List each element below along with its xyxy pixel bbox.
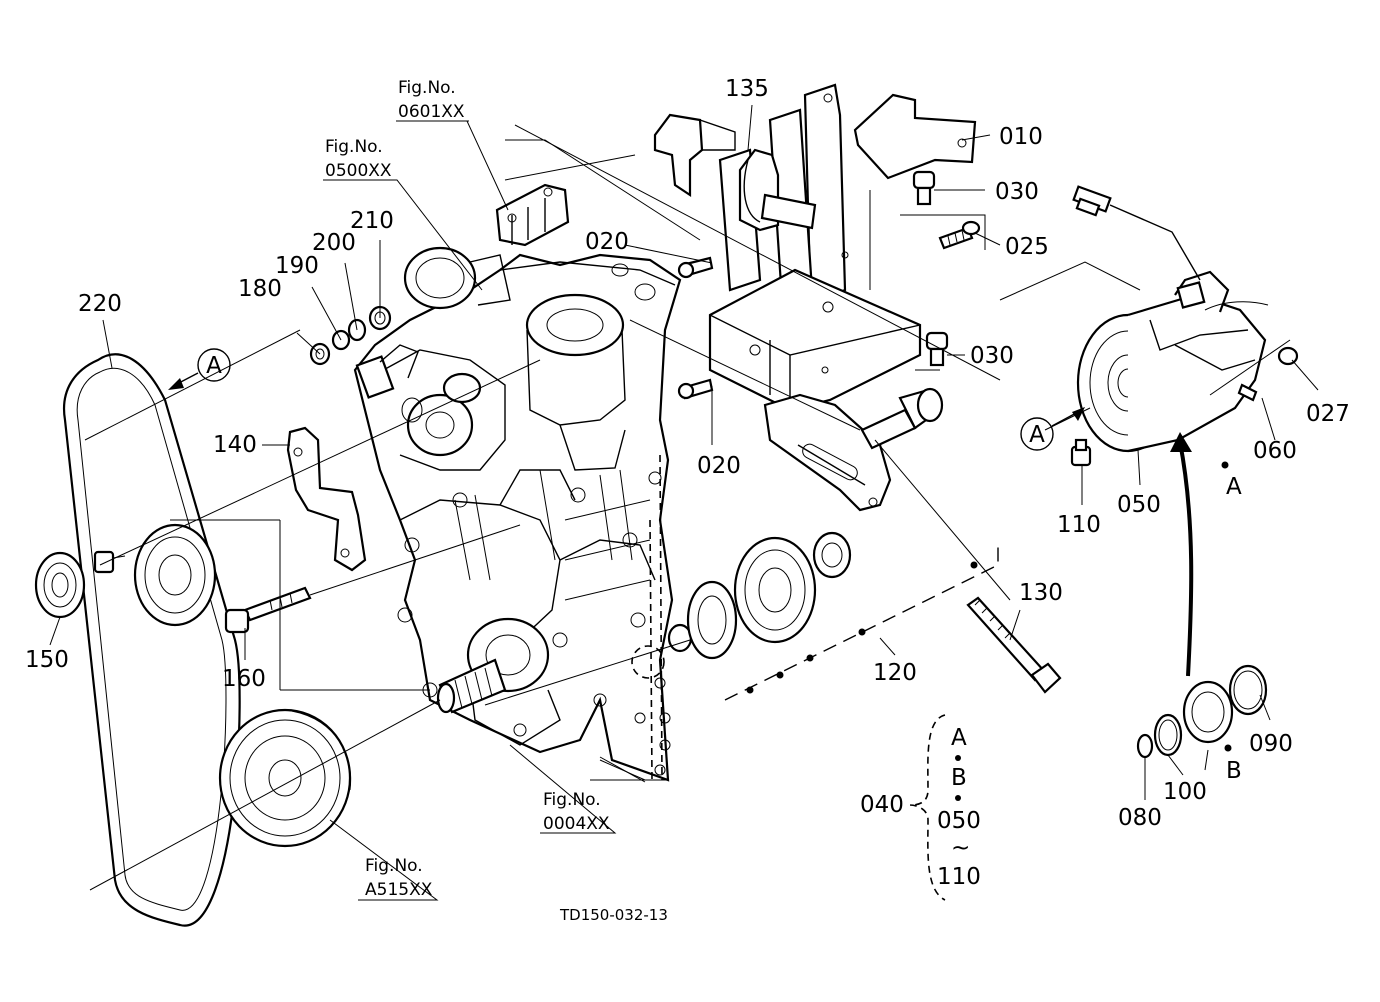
callout-060: 060 (1253, 438, 1297, 464)
callout-135: 135 (725, 76, 769, 102)
fig-label-0601: Fig.No. (398, 78, 456, 98)
fig-ref-0004: 0004XX (543, 814, 610, 834)
upper-engine-bracket (495, 183, 570, 247)
callout-150: 150 (25, 647, 69, 673)
callout-027: 027 (1306, 401, 1350, 427)
callout-010: 010 (999, 124, 1043, 150)
compressor-assembly-group: 040 A B 050 ~ 110 (860, 714, 981, 901)
callout-100: 100 (1163, 779, 1207, 805)
fig-label-0004: Fig.No. (543, 790, 601, 810)
clutch-parts (1136, 664, 1268, 759)
callout-050: 050 (1117, 492, 1161, 518)
fig-ref-0601: 0601XX (398, 102, 465, 122)
fig-ref-0500: 0500XX (325, 161, 392, 181)
ac-compressor (1070, 185, 1299, 467)
callout-190: 190 (275, 253, 319, 279)
compressor-mounting-bracket (653, 83, 977, 512)
bolt-030-lower (925, 331, 949, 367)
callout-120: 120 (873, 660, 917, 686)
fig-ref-a515: A515XX (365, 880, 433, 900)
callout-020-lower: 020 (697, 453, 741, 479)
idler-pulley-assembly (667, 531, 852, 660)
callout-080: 080 (1118, 805, 1162, 831)
view-a-right-letter: A (1029, 422, 1045, 448)
view-a-left-letter: A (206, 353, 222, 379)
range-tilde: ~ (951, 835, 970, 861)
callout-140: 140 (213, 432, 257, 458)
bolt-130 (966, 596, 1062, 694)
callout-040: 040 (860, 792, 904, 818)
idler-pulley-150 (34, 551, 86, 619)
range-110: 110 (937, 864, 981, 890)
callout-110: 110 (1057, 512, 1101, 538)
crank-pulley (218, 708, 352, 848)
fig-label-a515: Fig.No. (365, 856, 423, 876)
callout-180: 180 (238, 276, 282, 302)
callout-090: 090 (1249, 731, 1293, 757)
bolt-020-upper (677, 256, 714, 279)
assembly-arrow-head (1170, 432, 1192, 452)
callout-030-upper: 030 (995, 179, 1039, 205)
callout-clutch-b: B (1226, 758, 1242, 784)
leader-lines (49, 104, 1319, 901)
callout-130: 130 (1019, 580, 1063, 606)
callout-220: 220 (78, 291, 122, 317)
bolt-020-lower (677, 378, 714, 400)
callouts: 010 030 025 030 135 020 020 027 060 A 11… (25, 76, 1350, 831)
callout-030-lower: 030 (970, 343, 1014, 369)
tension-pulley (133, 523, 217, 627)
fig-label-0500: Fig.No. (325, 137, 383, 157)
bolt-025 (938, 220, 981, 250)
v-belt-220 (62, 353, 241, 927)
engine-block (353, 246, 682, 782)
pivot-shaft (860, 387, 944, 450)
range-b: B (951, 765, 967, 791)
callout-020-upper: 020 (585, 229, 629, 255)
view-arrow-left: A (168, 348, 231, 390)
range-a: A (951, 725, 967, 751)
range-050: 050 (937, 808, 981, 834)
callout-210: 210 (350, 208, 394, 234)
bracket-140 (286, 426, 367, 572)
callout-160: 160 (222, 666, 266, 692)
view-arrow-right: A (1020, 407, 1085, 451)
bolt-030-upper (912, 170, 936, 206)
grouping-dots (746, 461, 1232, 752)
figure-references: Fig.No. 0601XX Fig.No. 0500XX Fig.No. 00… (325, 78, 610, 900)
callout-comp-a: A (1226, 474, 1242, 500)
callout-025: 025 (1005, 234, 1049, 260)
callout-200: 200 (312, 230, 356, 256)
diagram-code: TD150-032-13 (559, 906, 668, 924)
bolt-160 (224, 586, 312, 634)
assembly-arrow (1178, 441, 1194, 677)
